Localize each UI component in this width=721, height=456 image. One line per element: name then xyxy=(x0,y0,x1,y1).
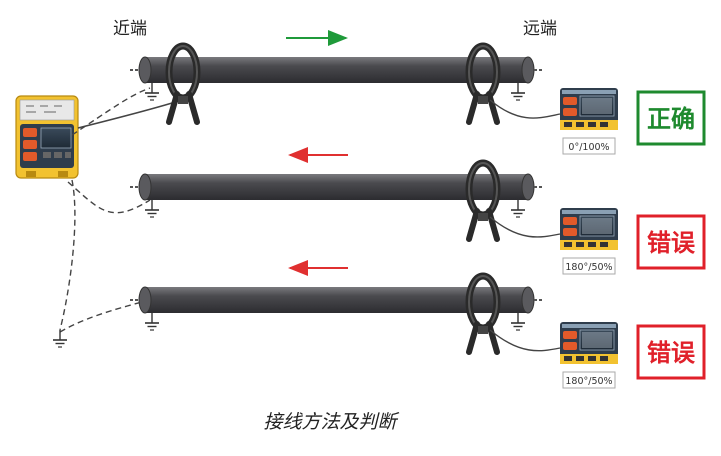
receiver-lead xyxy=(489,99,561,119)
receiver-device-icon xyxy=(559,207,619,251)
pipe-row: 180°/50% xyxy=(130,147,619,275)
ground-symbol-icon xyxy=(510,82,526,101)
pipe-end-far xyxy=(521,173,535,201)
pipe-body xyxy=(145,57,528,83)
clamp-lead xyxy=(77,99,183,129)
reading-label: 180°/50% xyxy=(562,371,616,389)
test-leads xyxy=(59,87,151,333)
verdict-wrong: 错误 xyxy=(647,229,696,257)
receiver-lead xyxy=(489,216,561,238)
near-end-label: 近端 xyxy=(113,19,147,39)
verdict-wrong-box: 错误 xyxy=(636,324,706,380)
phase-reading-text: 180°/50% xyxy=(565,262,612,273)
pipe-end-near xyxy=(138,173,152,201)
pipe-row: 0°/100% xyxy=(130,30,619,155)
verdict-wrong-box: 错误 xyxy=(636,214,706,270)
phase-reading-text: 180°/50% xyxy=(565,376,612,387)
ground-symbol-icon xyxy=(510,312,526,331)
reading-label: 0°/100% xyxy=(562,137,616,155)
tester-device-icon xyxy=(15,95,79,179)
receiver-device-icon xyxy=(559,321,619,365)
pipe-end-far xyxy=(521,286,535,314)
receiver-device-icon xyxy=(559,87,619,131)
reading-label: 180°/50% xyxy=(562,257,616,275)
ground-symbol-icon xyxy=(144,82,160,101)
pipe-end-far xyxy=(521,56,535,84)
ground-symbol-icon xyxy=(510,199,526,218)
diagram-caption: 接线方法及判断 xyxy=(263,411,399,433)
pipe-row: 180°/50% xyxy=(130,260,619,389)
receiver-lead xyxy=(489,329,561,352)
pipe-body xyxy=(145,174,528,200)
ground-symbol-icon xyxy=(52,329,68,348)
verdict-correct: 正确 xyxy=(647,105,695,133)
verdict-correct-box: 正确 xyxy=(636,90,706,146)
verdict-wrong: 错误 xyxy=(647,339,696,367)
ground-symbol-icon xyxy=(144,312,160,331)
pipe-end-near xyxy=(138,56,152,84)
far-end-label: 远端 xyxy=(523,19,557,39)
phase-reading-text: 0°/100% xyxy=(568,142,609,153)
pipe-end-near xyxy=(138,286,152,314)
pipe-body xyxy=(145,287,528,313)
